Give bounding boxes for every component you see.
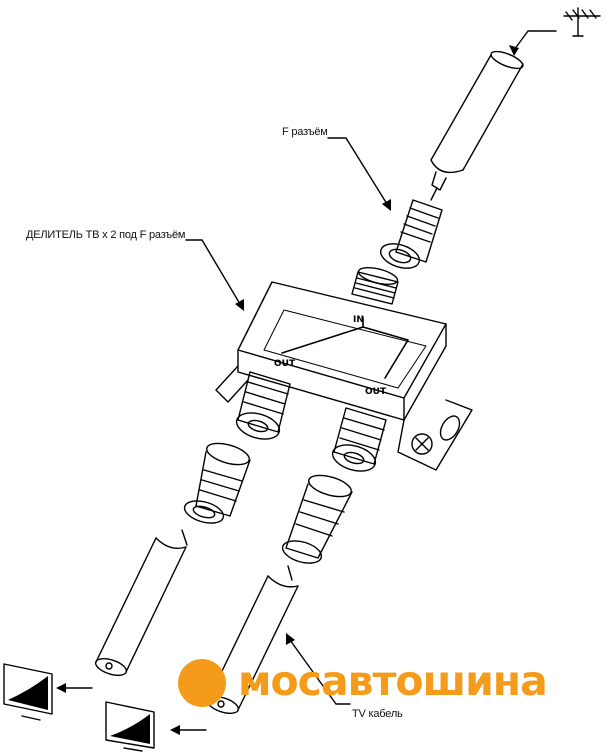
- antenna-leader-arrow: [509, 30, 557, 56]
- top-cable: [430, 50, 524, 201]
- right-tv-icon: [105, 701, 155, 752]
- right-f-connector: [281, 474, 353, 564]
- port-label-out-right: OUT: [365, 387, 387, 397]
- port-label-in: IN: [353, 315, 364, 325]
- splitter-leader-arrow: [185, 239, 244, 311]
- logo-text: мосавтошина: [238, 657, 548, 705]
- out-port-left-thread: [235, 371, 291, 440]
- tv-cable-label: TV кабель: [352, 708, 403, 720]
- left-tv-icon: [3, 663, 53, 721]
- right-tv-arrow: [170, 725, 207, 735]
- antenna-icon: [563, 7, 601, 37]
- left-f-connector: [183, 442, 251, 524]
- tv-cable-leader-arrow: [286, 633, 351, 705]
- top-f-connector: [379, 199, 443, 269]
- out-port-right-thread: [331, 407, 387, 472]
- f-connector-label: F разъём: [282, 126, 328, 138]
- f-connector-leader-arrow: [327, 137, 391, 211]
- splitter-label: ДЕЛИТЕЛЬ ТВ х 2 под F разъём: [26, 229, 186, 241]
- in-port-thread: [351, 266, 399, 305]
- splitter-body: [215, 281, 473, 471]
- logo-circle-icon: [178, 659, 226, 707]
- port-label-out-left: OUT: [274, 359, 296, 369]
- left-cable: [94, 529, 188, 676]
- left-tv-arrow: [56, 683, 93, 693]
